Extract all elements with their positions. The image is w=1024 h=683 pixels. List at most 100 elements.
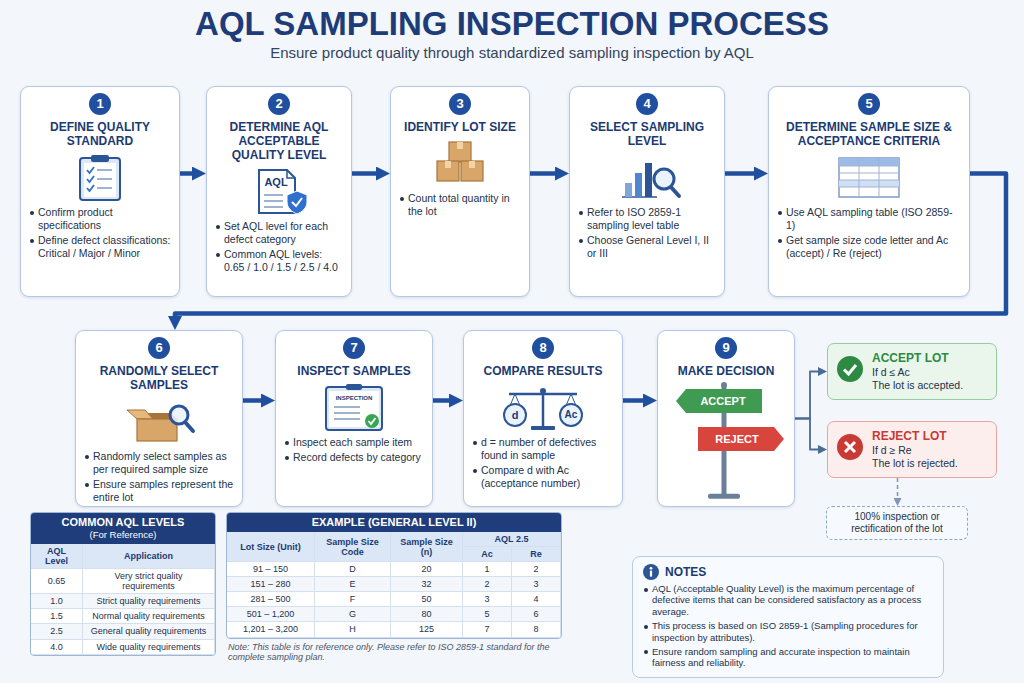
table-cell: 7 [463,622,512,637]
step-number: 2 [268,93,290,115]
icon-part [839,173,899,174]
action-box: 100% inspection or rectification of the … [826,506,968,540]
step-number: 4 [636,93,658,115]
step-title: SELECT SAMPLING LEVEL [578,120,716,148]
bullet-list: Randomly select samples as per required … [84,448,234,504]
table-cell: D [315,562,391,577]
table-cell: Application [83,544,215,569]
icon-part [650,571,652,577]
icon-part [292,198,302,206]
icon-part [84,163,116,197]
table-cell: 4 [512,592,561,607]
table-cell: 281 – 500 [227,592,315,607]
bullet-text: Record defects by category [284,451,424,464]
icon-part [97,187,112,189]
result-icon [836,433,864,461]
table-grid: Lot Size (Unit)Sample Size CodeSample Si… [227,532,561,638]
icon-part [560,404,582,426]
bullet-list: Confirm product specificationsDefine def… [29,204,171,260]
icon-part [264,206,283,208]
result-text: ACCEPT LOTIf d ≤ AcThe lot is accepted. [872,351,988,392]
flow-connector [725,171,761,176]
result-line: REJECT LOT [872,429,988,444]
table-cell: Sample Size Code [315,532,391,562]
icon-area [399,139,521,187]
result-line: The lot is rejected. [872,457,988,470]
icon-part [326,387,382,430]
table-cell: 501 – 1,200 [227,607,315,622]
step-title: IDENTIFY LOT SIZE [404,120,516,134]
icon-label: AQL [264,177,287,188]
table-title: COMMON AQL LEVELS [35,516,211,529]
process-box: 5DETERMINE SAMPLE SIZE & ACCEPTANCE CRIT… [768,86,970,297]
table-cell: 1.0 [31,594,83,609]
icon-part [87,167,94,173]
step-number: 7 [343,337,365,359]
icon-area [578,153,716,201]
table-cell: 151 – 280 [227,577,315,592]
table-header-band: EXAMPLE (GENERAL LEVEL II) [227,513,561,532]
step-title: COMPARE RESULTS [484,364,603,378]
icon-part [531,426,555,430]
icon-part [87,185,94,191]
table-cell: 1,201 – 3,200 [227,622,315,637]
note-text: This process is based on ISO 2859-1 (Sam… [643,620,933,643]
info-icon [643,564,659,580]
icon-part [859,158,860,197]
bullet-list: d = number of defectives found in sample… [472,434,614,490]
table-cell: 8 [512,622,561,637]
table-cell: 2.5 [31,624,83,639]
process-box: 9MAKE DECISIONACCEPTREJECT [657,330,795,507]
icon-part [837,356,863,382]
icon-part [185,422,193,431]
bullet-text: Refer to ISO 2859-1 sampling level table [578,206,716,232]
table-cell: Strict quality requirements [83,594,215,609]
icon-part [334,418,360,420]
table-cell: 20 [391,562,463,577]
icon-part [457,142,463,149]
icon-part [844,365,856,374]
icon-part [97,178,112,180]
table-cell: 4.0 [31,640,83,655]
table-cell: Ac [463,547,512,562]
table-cell: 125 [391,622,463,637]
bullet-text: Compare d with Ac (acceptance number) [472,464,614,490]
step-number: 8 [532,337,554,359]
sign-board: ACCEPT [676,389,762,413]
icon-part [449,142,471,162]
icon-part [334,406,360,408]
bullet-text: Inspect each sample item [284,436,424,449]
result-line: If d ≤ Ac [872,366,988,379]
icon-part [839,166,899,167]
bullet-list: Refer to ISO 2859-1 sampling level table… [578,204,716,260]
icon-part [708,494,740,499]
step-illustration [229,167,329,215]
icon-area: dAc [472,383,614,431]
sign-label: ACCEPT [676,389,762,413]
flow-connector [897,478,899,503]
step-number: 6 [148,337,170,359]
result-box: ACCEPT LOTIf d ≤ AcThe lot is accepted. [827,343,997,400]
reference-table: COMMON AQL LEVELS(For Reference)AQL Leve… [30,512,216,656]
table-cell: Wide quality requirements [83,640,215,655]
bullet-text: Confirm product specifications [29,206,171,232]
flow-connector [795,372,823,419]
notes-head: NOTES [643,564,933,580]
table-cell: 2 [512,562,561,577]
table-cell: General quality requirements [83,624,215,639]
icon-part [635,173,642,197]
table-title: EXAMPLE (GENERAL LEVEL II) [231,516,557,529]
table-cell: Lot Size (Unit) [227,532,315,562]
table-cell: 3 [512,577,561,592]
table-cell: G [315,607,391,622]
icon-part [654,169,674,189]
process-box: 1DEFINE QUALITY STANDARDConfirm product … [20,86,180,297]
process-box: 8COMPARE RESULTS dAcd = number of defecti… [463,330,623,507]
example-table: EXAMPLE (GENERAL LEVEL II) Lot Size (Unit… [226,512,562,639]
note-text: Ensure random sampling and accurate insp… [643,646,933,669]
step-illustration [109,397,209,445]
icon-part [504,404,526,426]
icon-part [170,406,188,424]
result-line: ACCEPT LOT [872,351,988,366]
